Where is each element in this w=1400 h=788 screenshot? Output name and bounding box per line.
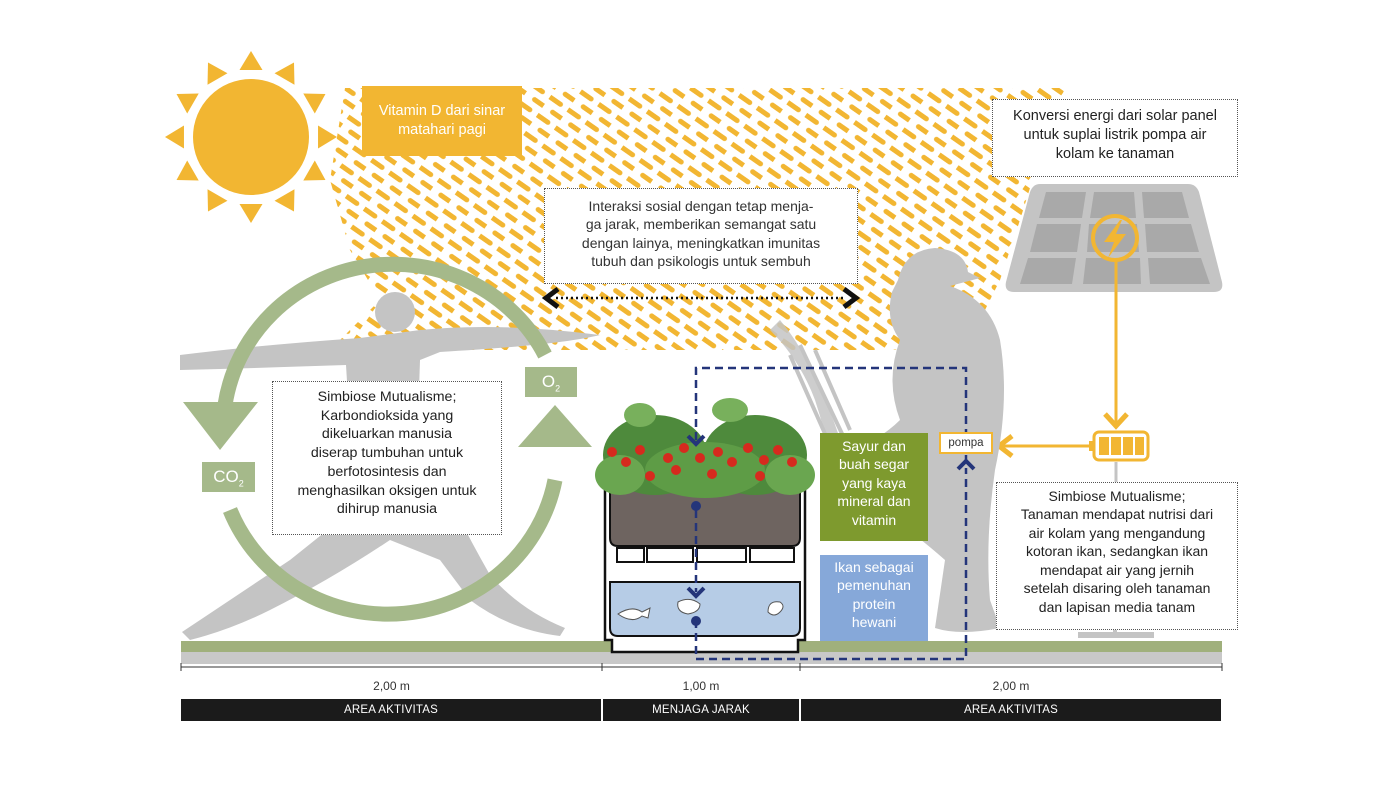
- o2-subscript: 2: [555, 383, 561, 394]
- tomato: [787, 457, 797, 467]
- flow-node-soil: [691, 501, 701, 511]
- tomato: [743, 443, 753, 453]
- note-line: Karbondioksida yang: [320, 407, 454, 424]
- fish-protein-label: Ikan sebagai pemenuhan protein hewani: [820, 555, 928, 641]
- tomato: [759, 455, 769, 465]
- cycle-arrows-icon: [217, 256, 563, 622]
- tomato: [645, 471, 655, 481]
- tomato: [635, 445, 645, 455]
- mutualism-note-plant-fish: Simbiose Mutualisme; Tanaman mendapat nu…: [996, 482, 1238, 630]
- note-line: dengan lainya, meningkatkan imunitas: [581, 234, 821, 251]
- tomato: [695, 453, 705, 463]
- sun-ray: [239, 51, 263, 70]
- plants: [595, 398, 815, 498]
- social-interaction-note: Interaksi sosial dengan tetap menja- ga …: [544, 188, 858, 284]
- tomato: [707, 469, 717, 479]
- note-line: dan lapisan media tanam: [1038, 598, 1196, 615]
- double-headed-arrow-icon: [541, 287, 861, 309]
- label-line: buah segar: [838, 456, 910, 473]
- tomato: [713, 447, 723, 457]
- vegetables-fruit-label: Sayur dan buah segar yang kaya mineral d…: [820, 433, 928, 541]
- sun-ray: [239, 204, 263, 223]
- zone-bar-distancing: MENJAGA JARAK: [603, 699, 799, 721]
- dimension-value: 2,00 m: [373, 679, 410, 693]
- sun-ray: [274, 189, 295, 212]
- tomato: [755, 471, 765, 481]
- label-line: yang kaya: [842, 474, 906, 491]
- sun-ray: [318, 125, 337, 149]
- battery-icon: [1089, 430, 1150, 462]
- flow-arrow-down-water: [686, 586, 706, 599]
- label-line: protein: [852, 595, 896, 612]
- flow-arrow-down-top: [686, 434, 706, 447]
- note-line: kotoran ikan, sedangkan ikan: [1025, 543, 1209, 560]
- note-line: tubuh dan psikologis untuk sembuh: [591, 253, 811, 270]
- zone-bar-activity-right: AREA AKTIVITAS: [801, 699, 1221, 721]
- note-line: dikeluarkan manusia: [321, 426, 453, 443]
- co2-base: CO: [213, 467, 239, 486]
- zone-bar-activity-left: AREA AKTIVITAS: [181, 699, 601, 721]
- fish-icon: [617, 598, 784, 620]
- co2-arrowhead: [183, 402, 258, 450]
- sun-ray: [303, 93, 326, 114]
- note-line: untuk suplai listrik pompa air: [1023, 127, 1207, 144]
- note-line: mendapat air yang jernih: [1039, 561, 1195, 578]
- o2-base: O: [541, 372, 556, 391]
- vitamin-d-label: Vitamin D dari sinar matahari pagi: [362, 86, 522, 156]
- note-line: berfotosintesis dan: [327, 463, 447, 480]
- note-line: menghasilkan oksigen untuk: [297, 482, 477, 499]
- sun-ray: [207, 62, 228, 85]
- o2-arrowhead: [518, 405, 592, 447]
- label-line: mineral dan: [837, 493, 911, 510]
- tomato: [607, 447, 617, 457]
- co2-label: CO2: [202, 462, 255, 492]
- tomato: [679, 443, 689, 453]
- power-arrowhead: [1103, 412, 1129, 430]
- dimension-line: [180, 663, 1223, 671]
- note-line: diserap tumbuhan untuk: [310, 445, 464, 462]
- aquaponic-planter: [595, 398, 815, 654]
- sun-ray: [207, 189, 228, 212]
- note-line: setelah disaring oleh tanaman: [1023, 580, 1211, 597]
- pump-label: pompa: [939, 432, 993, 454]
- sun-icon: [165, 51, 337, 223]
- tomato: [671, 465, 681, 475]
- vitamin-d-line: Vitamin D dari sinar: [378, 103, 506, 119]
- note-line: Konversi energi dari solar panel: [1013, 108, 1217, 124]
- tomato: [621, 457, 631, 467]
- note-line: ga jarak, memberikan semangat satu: [585, 216, 817, 233]
- solar-energy-note: Konversi energi dari solar panel untuk s…: [992, 99, 1238, 177]
- note-title: Simbiose Mutualisme;: [317, 389, 457, 405]
- label-line: Sayur dan: [842, 438, 906, 454]
- dimension-value: 2,00 m: [992, 679, 1030, 693]
- label-line: hewani: [851, 614, 897, 631]
- note-line: air kolam yang mengandung: [1028, 524, 1206, 541]
- label-line: Ikan sebagai: [834, 559, 914, 575]
- note-line: Interaksi sosial dengan tetap menja-: [588, 198, 814, 214]
- sun-ray: [303, 160, 326, 181]
- tomato: [773, 445, 783, 455]
- label-line: pemenuhan: [837, 577, 911, 594]
- note-line: dihirup manusia: [336, 501, 438, 518]
- mutualism-note-human-plant: Simbiose Mutualisme; Karbondioksida yang…: [272, 381, 502, 535]
- label-line: vitamin: [851, 511, 897, 528]
- note-line: kolam ke tanaman: [1055, 146, 1175, 163]
- vitamin-d-line: matahari pagi: [398, 122, 486, 139]
- sun-ray: [274, 62, 295, 85]
- tomato: [663, 453, 673, 463]
- sun-ray: [176, 160, 199, 181]
- tomato: [727, 457, 737, 467]
- note-line: Tanaman mendapat nutrisi dari: [1020, 506, 1214, 523]
- sun-ray: [165, 125, 184, 149]
- water-flow-loop: [694, 366, 968, 661]
- sun-ray: [176, 93, 199, 114]
- co2-subscript: 2: [238, 478, 244, 489]
- flow-arrow-up-pump: [956, 458, 976, 471]
- dimension-value: 1,00 m: [682, 679, 720, 693]
- flow-node-water: [691, 616, 701, 626]
- o2-label: O2: [525, 367, 577, 397]
- note-title: Simbiose Mutualisme;: [1048, 488, 1186, 504]
